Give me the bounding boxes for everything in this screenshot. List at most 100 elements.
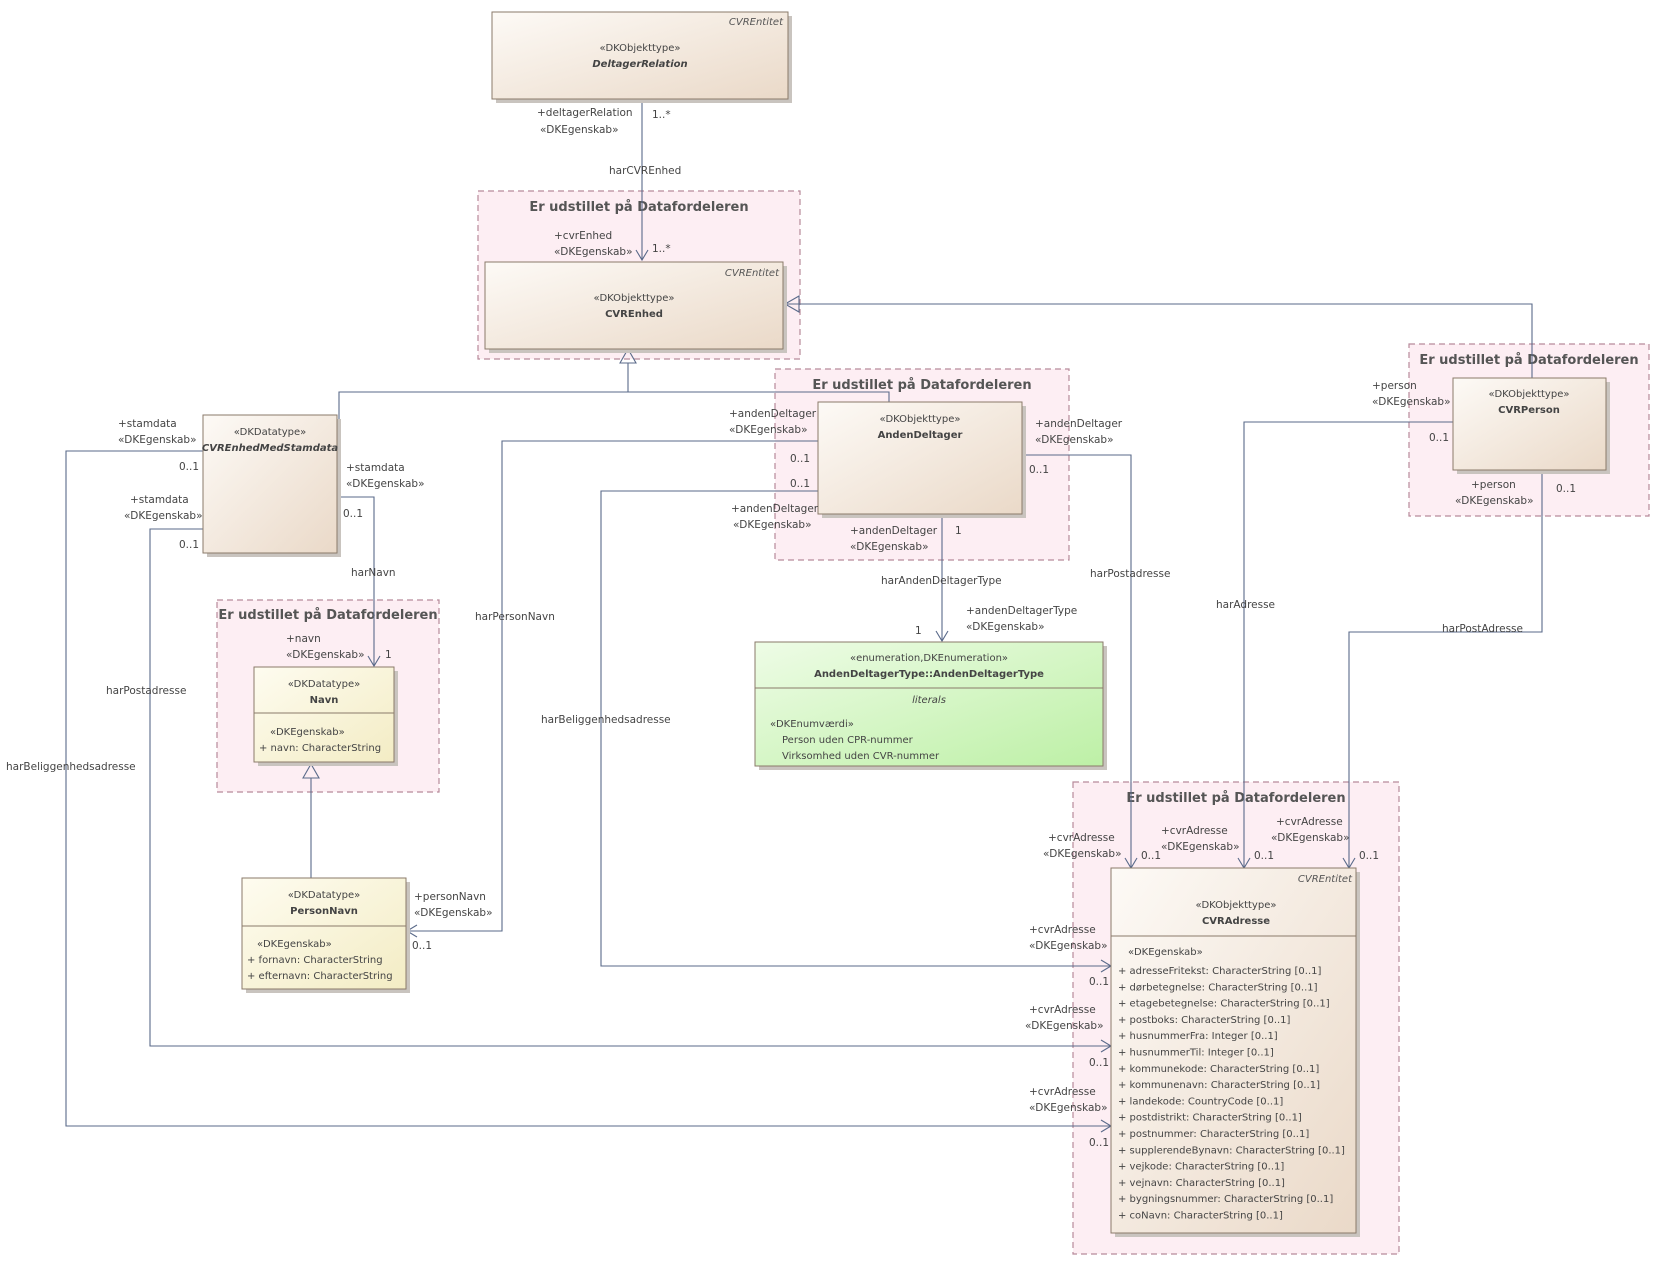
- association-name: harBeliggenhedsadresse: [541, 714, 671, 726]
- package-title: Er udstillet på Datafordeleren: [1419, 353, 1638, 368]
- class-tag: CVREntitet: [1298, 874, 1353, 885]
- class-andendeltager[interactable]: «DKObjekttype» AndenDeltager: [817, 401, 1026, 518]
- role-label: +cvrAdresse: [1029, 1004, 1096, 1016]
- multiplicity: 0..1: [179, 539, 199, 551]
- class-cvrperson[interactable]: «DKObjekttype» CVRPerson: [1452, 377, 1610, 474]
- multiplicity: 1..*: [652, 243, 671, 255]
- role-label: +navn: [286, 633, 321, 645]
- attribute-row: + landekode: CountryCode [0..1]: [1118, 1096, 1283, 1107]
- role-label: +andenDeltager: [1035, 418, 1123, 430]
- role-label: +cvrEnhed: [554, 230, 612, 242]
- attribute-row: + postnummer: CharacterString [0..1]: [1118, 1129, 1309, 1140]
- edge-generalization-cvrenhed: [338, 363, 890, 419]
- class-stereotype: «DKObjekttype»: [600, 43, 681, 54]
- attribute-row: + husnummerTil: Integer [0..1]: [1118, 1048, 1274, 1059]
- class-stereotype: «DKDatatype»: [288, 679, 361, 690]
- attribute-row: + coNavn: CharacterString [0..1]: [1118, 1211, 1283, 1222]
- class-name: CVRAdresse: [1202, 916, 1270, 927]
- attribute-row: + vejnavn: CharacterString [0..1]: [1118, 1178, 1285, 1189]
- multiplicity: 0..1: [1089, 1137, 1109, 1149]
- association-name: harCVREnhed: [609, 165, 681, 177]
- attr-stereotype: «DKEgenskab»: [270, 727, 345, 738]
- stereotype-label: «DKEgenskab»: [1161, 841, 1240, 853]
- arrowhead: [635, 249, 649, 262]
- class-cvrenhed[interactable]: CVREntitet «DKObjekttype» CVREnhed: [484, 261, 787, 353]
- multiplicity: 1: [385, 649, 392, 661]
- role-label: +andenDeltager: [731, 503, 819, 515]
- class-tag: CVREntitet: [725, 268, 780, 279]
- class-andendeltagertype-enum[interactable]: «enumeration,DKEnumeration» AndenDeltage…: [754, 641, 1107, 770]
- role-label: +stamdata: [118, 418, 177, 430]
- role-label: +cvrAdresse: [1276, 816, 1343, 828]
- stereotype-label: «DKEgenskab»: [1035, 434, 1114, 446]
- generalization-arrow: [302, 762, 320, 779]
- class-name: AndenDeltager: [878, 430, 963, 441]
- edge-harbeliggenhedsadresse-stamdata: [65, 450, 1111, 1127]
- association-name: harPostadresse: [106, 685, 186, 697]
- stereotype-label: «DKEgenskab»: [1029, 940, 1108, 952]
- multiplicity: 0..1: [179, 461, 199, 473]
- edge-labels: +deltagerRelation «DKEgenskab» 1..* harC…: [6, 107, 1576, 1149]
- class-stereotype: «DKObjekttype»: [880, 414, 961, 425]
- role-label: +deltagerRelation: [537, 107, 633, 119]
- class-deltagerrelation[interactable]: CVREntitet «DKObjekttype» DeltagerRelati…: [491, 11, 792, 103]
- association-name: harBeliggenhedsadresse: [6, 761, 136, 773]
- role-label: +andenDeltager: [729, 408, 817, 420]
- multiplicity: 0..1: [1141, 850, 1161, 862]
- class-cvradresse[interactable]: CVREntitet «DKObjekttype» CVRAdresse «DK…: [1110, 867, 1360, 1237]
- stereotype-label: «DKEgenskab»: [118, 434, 197, 446]
- class-name: DeltagerRelation: [592, 59, 687, 70]
- stereotype-label: «DKEgenskab»: [1372, 396, 1451, 408]
- class-stereotype: «DKObjekttype»: [1489, 389, 1570, 400]
- role-label: +cvrAdresse: [1161, 825, 1228, 837]
- class-cvrenhedmedstamdata[interactable]: «DKDatatype» CVREnhedMedStamdata: [202, 414, 341, 557]
- edge-harbeliggenhedsadresse-anden: [600, 490, 1111, 967]
- stereotype-label: «DKEgenskab»: [540, 124, 619, 136]
- class-stereotype: «enumeration,DKEnumeration»: [850, 653, 1008, 664]
- attribute-list: + adresseFritekst: CharacterString [0..1…: [1118, 966, 1345, 1222]
- attribute-row: + bygningsnummer: CharacterString [0..1]: [1118, 1194, 1333, 1205]
- stereotype-label: «DKEgenskab»: [1271, 832, 1350, 844]
- attr-fornavn: + fornavn: CharacterString: [247, 955, 383, 966]
- attribute-row: + etagebetegnelse: CharacterString [0..1…: [1118, 999, 1330, 1010]
- role-label: +andenDeltager: [850, 525, 938, 537]
- package-title: Er udstillet på Datafordeleren: [1126, 791, 1345, 806]
- attribute-row: + supplerendeBynavn: CharacterString [0.…: [1118, 1145, 1345, 1156]
- stereotype-label: «DKEgenskab»: [554, 246, 633, 258]
- role-label: +andenDeltagerType: [966, 605, 1077, 617]
- enum-section-label: literals: [912, 695, 946, 706]
- arrowhead: [367, 655, 381, 668]
- package-title: Er udstillet på Datafordeleren: [812, 378, 1031, 393]
- role-label: +person: [1372, 380, 1417, 392]
- attribute-row: + dørbetegnelse: CharacterString [0..1]: [1118, 982, 1318, 993]
- role-label: +stamdata: [130, 494, 189, 506]
- class-personnavn[interactable]: «DKDatatype» PersonNavn «DKEgenskab» + f…: [241, 877, 410, 993]
- literal-stereotype: «DKEnumværdi»: [770, 719, 854, 730]
- attribute-row: + postdistrikt: CharacterString [0..1]: [1118, 1113, 1302, 1124]
- role-label: +stamdata: [346, 462, 405, 474]
- role-label: +cvrAdresse: [1048, 832, 1115, 844]
- multiplicity: 0..1: [412, 940, 432, 952]
- class-name: CVREnhedMedStamdata: [202, 443, 339, 454]
- stereotype-label: «DKEgenskab»: [414, 907, 493, 919]
- edges: [65, 100, 1543, 1133]
- class-tag: CVREntitet: [729, 17, 784, 28]
- class-name: CVREnhed: [605, 309, 663, 320]
- attr-stereotype: «DKEgenskab»: [1128, 947, 1203, 958]
- attribute-row: + adresseFritekst: CharacterString [0..1…: [1118, 966, 1321, 977]
- class-name: PersonNavn: [290, 906, 358, 917]
- multiplicity: 1..*: [652, 109, 671, 121]
- multiplicity: 1: [955, 525, 962, 537]
- association-name: harPersonNavn: [475, 611, 555, 623]
- arrowhead: [935, 630, 949, 643]
- class-navn[interactable]: «DKDatatype» Navn «DKEgenskab» + navn: C…: [253, 666, 398, 766]
- edge-haradresse: [1243, 421, 1453, 868]
- stereotype-label: «DKEgenskab»: [729, 424, 808, 436]
- edge-harnavn: [339, 496, 375, 666]
- stereotype-label: «DKEgenskab»: [733, 519, 812, 531]
- attribute-row: + postboks: CharacterString [0..1]: [1118, 1015, 1291, 1026]
- stereotype-label: «DKEgenskab»: [1455, 495, 1534, 507]
- stereotype-label: «DKEgenskab»: [286, 649, 365, 661]
- stereotype-label: «DKEgenskab»: [850, 541, 929, 553]
